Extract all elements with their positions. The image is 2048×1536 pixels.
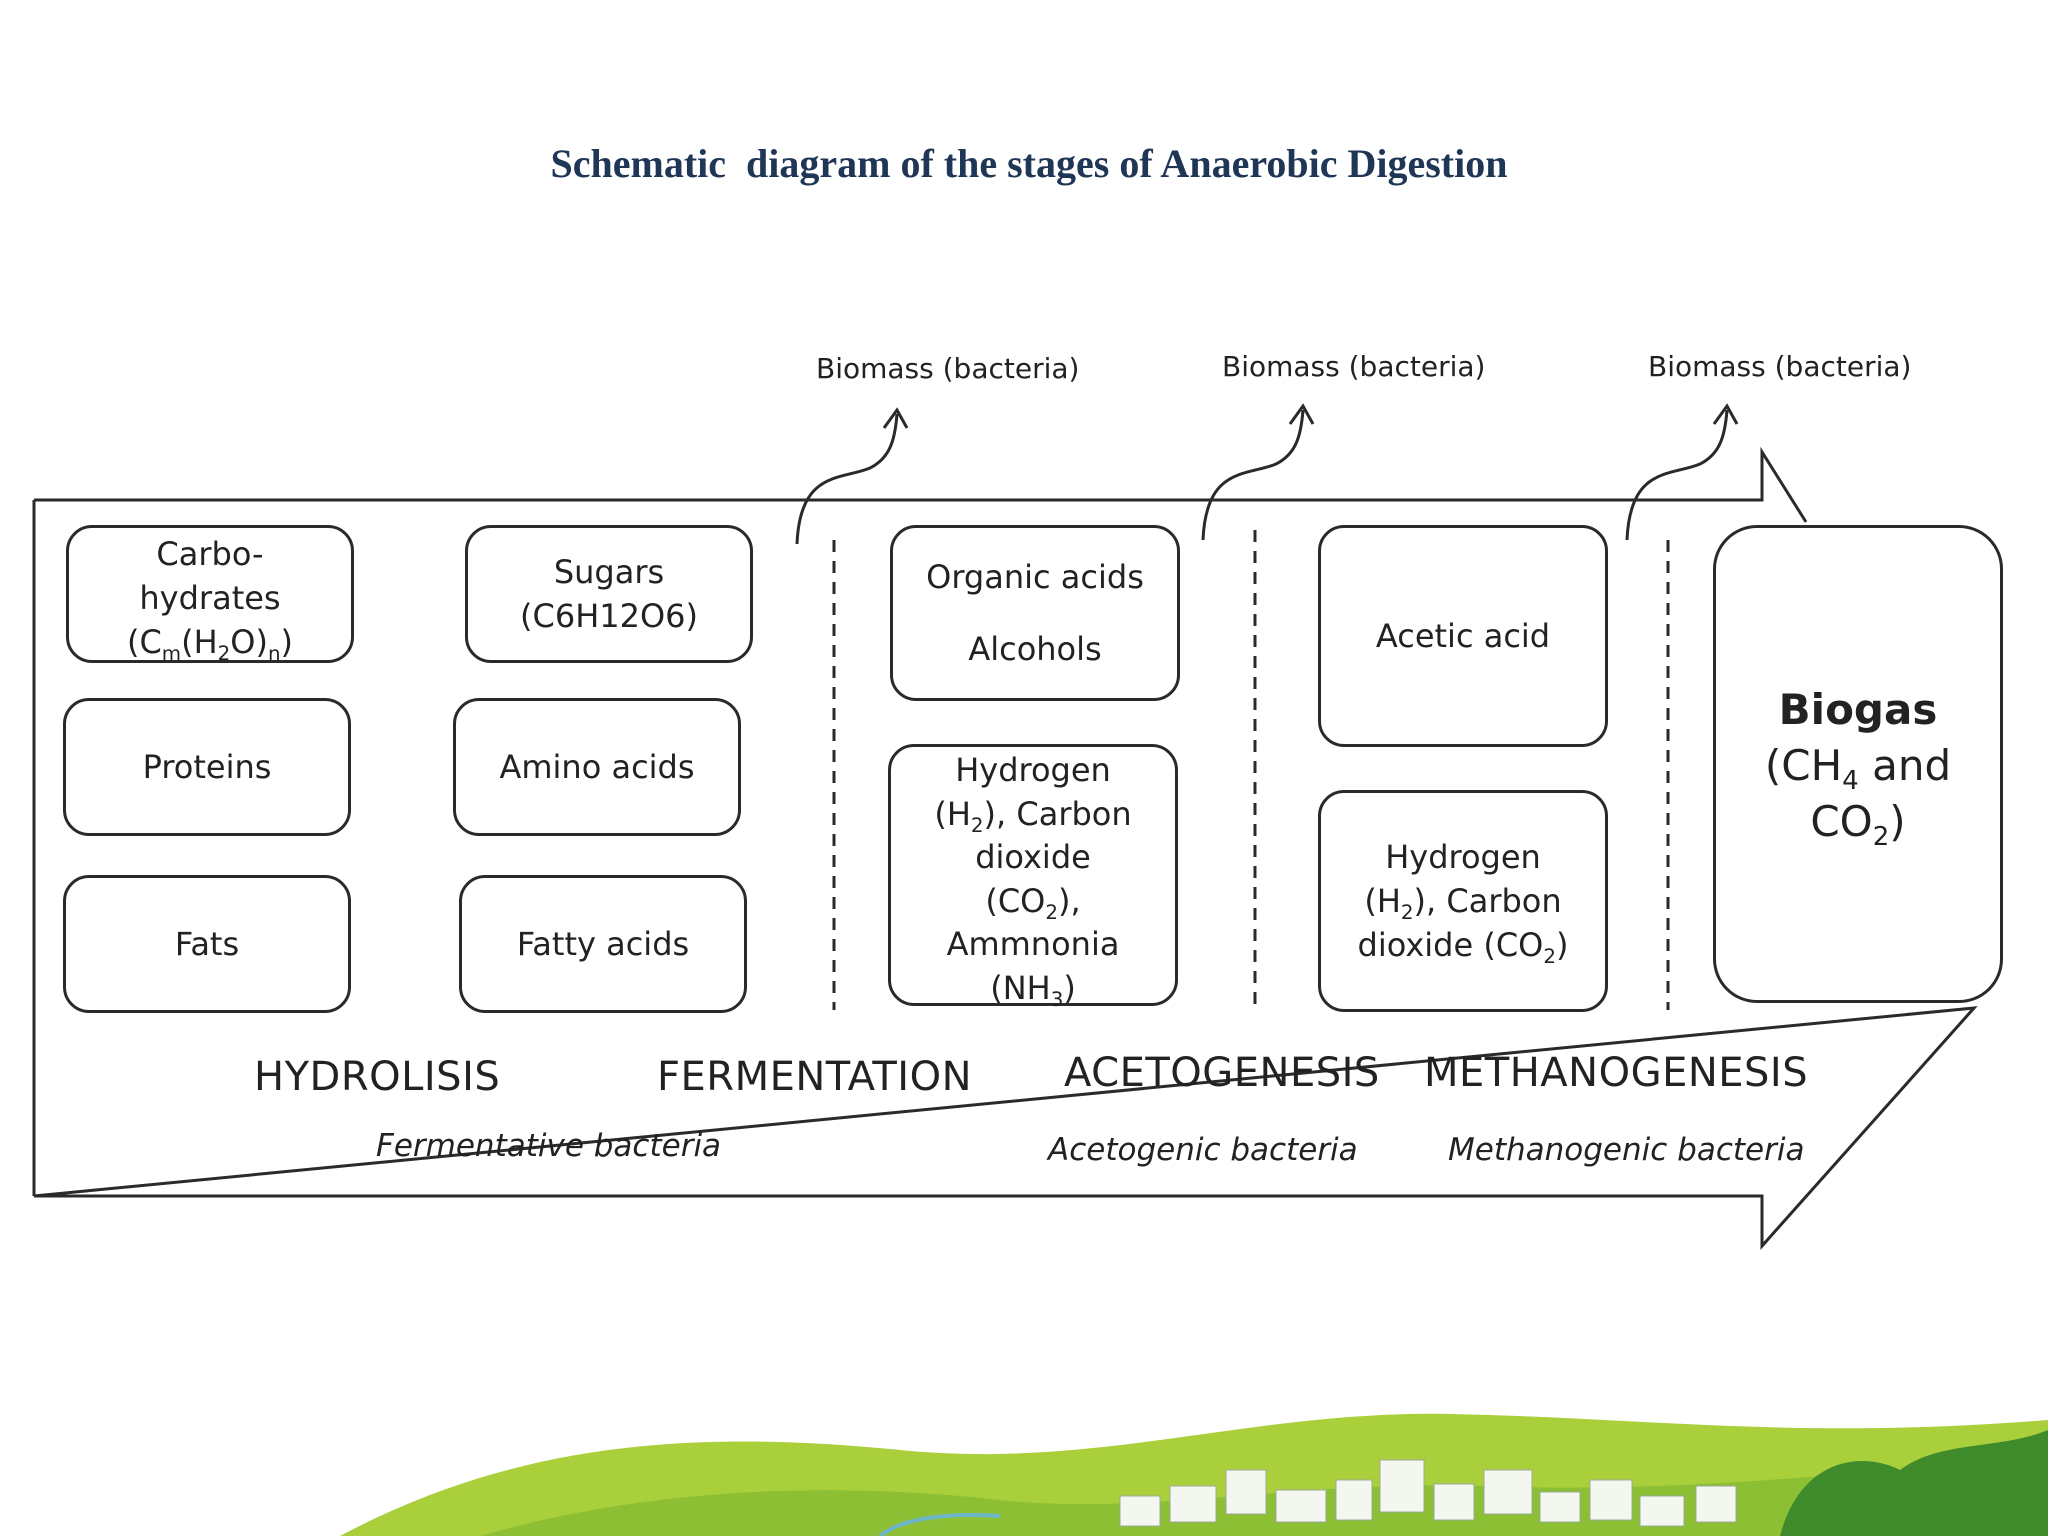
carbohydrates-box: Carbo- hydrates (Cm(H2O)n) xyxy=(66,525,354,663)
biomass-arrowhead xyxy=(1712,403,1739,425)
carbohydrates-formula: (Cm(H2O)n) xyxy=(126,623,294,665)
fatty-acids-label: Fatty acids xyxy=(516,925,690,963)
river xyxy=(878,1512,1001,1536)
acetogenesis-gases-box: Hydrogen (H2), Carbon dioxide (CO2) xyxy=(1318,790,1608,1012)
process-arrow-diagram xyxy=(32,403,1978,1250)
bacteria-label-acetogenic: Acetogenic bacteria xyxy=(1048,1132,1358,1168)
biomass-arrowhead xyxy=(882,407,909,429)
biogas-title: Biogas xyxy=(1778,685,1938,734)
acetic-acid-box: Acetic acid xyxy=(1318,525,1608,747)
biomass-label: Biomass (bacteria) xyxy=(816,352,1080,385)
trees xyxy=(1780,1430,2048,1536)
process-arrow-outline xyxy=(32,446,1978,1250)
stage-label-acetogenesis: ACETOGENESIS xyxy=(1064,1050,1380,1096)
bacteria-label-methanogenic: Methanogenic bacteria xyxy=(1448,1132,1805,1168)
bacteria-label-fermentative: Fermentative bacteria xyxy=(376,1128,722,1164)
sugars-formula: (C6H12O6) xyxy=(520,597,698,635)
village xyxy=(1119,1459,1737,1527)
organic-acids-box: Organic acids Alcohols xyxy=(890,525,1180,701)
biomass-arrow xyxy=(795,413,899,545)
biogas-box: Biogas (CH4 and CO2) xyxy=(1713,525,2003,1003)
stage-label-hydrolysis: HYDROLISIS xyxy=(254,1054,501,1100)
biomass-arrow xyxy=(1625,409,1729,541)
landscape-footer-image xyxy=(340,1413,2048,1536)
proteins-label: Proteins xyxy=(142,748,272,786)
fats-box: Fats xyxy=(63,875,351,1013)
stage-label-methanogenesis: METHANOGENESIS xyxy=(1424,1050,1809,1096)
sugars-label: Sugars xyxy=(553,553,665,591)
biomass-arrowhead xyxy=(1288,403,1315,425)
carbohydrates-label-line2: hydrates xyxy=(139,579,281,617)
acetic-acid-label: Acetic acid xyxy=(1375,617,1551,655)
proteins-box: Proteins xyxy=(63,698,351,836)
fatty-acids-box: Fatty acids xyxy=(459,875,747,1013)
slide-title: Schematic diagram of the stages of Anaer… xyxy=(550,141,1508,186)
amino-acids-label: Amino acids xyxy=(499,748,695,786)
fermentation-gases-box: Hydrogen (H2), Carbon dioxide (CO2), Amm… xyxy=(888,744,1178,1009)
amino-acids-box: Amino acids xyxy=(453,698,741,836)
stage-label-fermentation: FERMENTATION xyxy=(657,1054,973,1100)
biomass-label: Biomass (bacteria) xyxy=(1222,350,1486,383)
hydrogen-label: Hydrogen xyxy=(955,751,1111,789)
biomass-arrow xyxy=(1201,409,1305,541)
alcohols-label: Alcohols xyxy=(968,629,1102,668)
sugars-box: Sugars (C6H12O6) xyxy=(465,525,753,663)
carbohydrates-label-line1: Carbo- xyxy=(156,535,264,573)
biomass-label: Biomass (bacteria) xyxy=(1648,350,1912,383)
fats-label: Fats xyxy=(174,925,240,963)
organic-acids-label: Organic acids xyxy=(926,558,1144,597)
